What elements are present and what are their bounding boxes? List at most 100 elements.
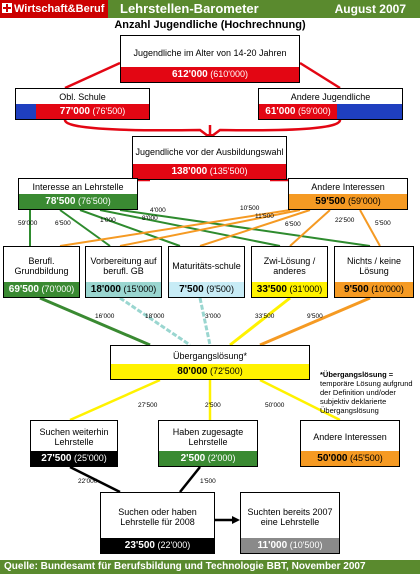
box-prev: (45'500) xyxy=(349,453,383,463)
flow-label: 18'000 xyxy=(145,313,165,320)
box-label: Suchen oder haben Lehrstelle für 2008 xyxy=(118,506,197,527)
box-label: Nichts / keine Lösung xyxy=(346,255,402,276)
box-suchen-weiterhin: Suchen weiterhin Lehrstelle 27'500 (25'0… xyxy=(30,420,118,467)
box-prev: (31'000) xyxy=(289,284,323,294)
box-label: Übergangslösung* xyxy=(172,351,248,361)
orange-flows xyxy=(59,209,381,247)
box-suchen-2008: Suchen oder haben Lehrstelle für 2008 23… xyxy=(100,492,215,554)
diagram-subtitle: Anzahl Jugendliche (Hochrechnung) xyxy=(114,19,306,31)
box-suchten-2007: Suchten bereits 2007 eine Lehrstelle 11'… xyxy=(240,492,340,554)
box-andere-interessen-2: Andere Interessen 50'000 (45'500) xyxy=(300,420,400,467)
swiss-cross-icon xyxy=(2,3,12,13)
footnote-text: temporäre Lösung aufgrund der Definition… xyxy=(320,379,413,415)
box-value: 9'500 xyxy=(344,284,369,295)
flows-from-uebergang xyxy=(69,378,341,422)
box-prev: (2'000) xyxy=(207,453,236,463)
box-berufl-grundbildung: Berufl. Grundbildung 69'500 (70'000) xyxy=(3,246,80,298)
flow-label: 22'500 xyxy=(335,217,355,224)
flow-label: 8'000 xyxy=(142,215,158,222)
flow-label: 3'000 xyxy=(205,313,221,320)
flow-label: 1'500 xyxy=(200,478,216,485)
box-prev: (15'000) xyxy=(123,284,157,294)
box-label: Andere Interessen xyxy=(313,432,387,442)
box-prev: (22'000) xyxy=(157,540,191,550)
report-date: August 2007 xyxy=(334,2,406,16)
box-value: 7'500 xyxy=(179,284,204,295)
box-label: Zwi-Lösung / anderes xyxy=(263,255,316,276)
box-label: Andere Jugendliche xyxy=(290,92,371,102)
box-prev: (135'500) xyxy=(209,166,248,176)
box-maturitaetsschule: Maturitäts-schule 7'500 (9'500) xyxy=(168,246,245,298)
box-interesse-lehrstelle: Interesse an Lehrstelle 78'500 (76'500) xyxy=(18,178,138,210)
box-label: Suchten bereits 2007 eine Lehrstelle xyxy=(247,506,333,527)
flow-label: 2'500 xyxy=(205,402,221,409)
box-uebergangsloesung: Übergangslösung* 80'000 (72'500) xyxy=(110,345,310,380)
box-vor-ausbildungswahl: Jugendliche vor der Ausbildungswahl 138'… xyxy=(132,136,287,180)
flow-label: 59'000 xyxy=(18,220,38,227)
box-value: 612'000 xyxy=(171,69,208,80)
box-prev: (10'500) xyxy=(289,540,323,550)
flow-label: 6'500 xyxy=(285,221,301,228)
box-label: Andere Interessen xyxy=(311,182,385,192)
arrow-2008-2007 xyxy=(232,516,240,524)
box-value: 27'500 xyxy=(41,453,72,464)
flow-label: 11'500 xyxy=(255,213,274,220)
box-prev: (9'500) xyxy=(206,284,234,294)
box-value: 61'000 xyxy=(265,106,296,117)
box-prev: (59'000) xyxy=(297,106,331,116)
box-nichts: Nichts / keine Lösung 9'500 (10'000) xyxy=(334,246,414,298)
box-value: 69'500 xyxy=(8,284,39,295)
page-title: Lehrstellen-Barometer xyxy=(120,1,259,16)
box-prev: (76'500) xyxy=(92,106,126,116)
flow-label: 5'500 xyxy=(375,220,391,227)
footnote-title: *Übergangslösung = xyxy=(320,370,394,379)
flow-label: 22'000 xyxy=(78,478,98,485)
box-label: Maturitäts-schule xyxy=(172,260,241,271)
box-value: 11'000 xyxy=(257,540,288,551)
box-obl-schule: Obl. Schule 77'000 (76'500) xyxy=(15,88,150,120)
box-prev: (25'000) xyxy=(73,453,107,463)
box-value: 78'500 xyxy=(45,196,76,207)
flow-label: 16'000 xyxy=(95,313,115,320)
box-value: 50'000 xyxy=(317,453,348,464)
box-value: 2'500 xyxy=(180,453,206,464)
box-prev: (72'500) xyxy=(209,366,243,376)
box-value: 18'000 xyxy=(90,284,121,295)
box-label: Obl. Schule xyxy=(59,92,106,102)
connector-total-obl xyxy=(64,61,121,90)
header-bar: Wirtschaft&Beruf Lehrstellen-Barometer A… xyxy=(0,0,420,18)
box-prev: (76'500) xyxy=(77,196,111,206)
box-vorbereitung: Vorbereitung auf berufl. GB 18'000 (15'0… xyxy=(85,246,162,298)
box-value: 138'000 xyxy=(171,166,208,177)
connector-total-andere xyxy=(299,61,341,90)
flow-label: 6'500 xyxy=(55,220,71,227)
brand-name: Wirtschaft&Beruf xyxy=(14,3,105,15)
box-andere-interessen: Andere Interessen 59'500 (59'000) xyxy=(288,178,408,210)
flow-label: 4'000 xyxy=(150,207,166,214)
flow-label: 27'500 xyxy=(138,402,158,409)
box-value: 23'500 xyxy=(124,540,155,551)
box-label: Haben zugesagte Lehrstelle xyxy=(172,427,244,447)
box-value: 77'000 xyxy=(59,106,90,117)
box-value: 33'500 xyxy=(256,284,287,295)
box-haben-zugesagte: Haben zugesagte Lehrstelle 2'500 (2'000) xyxy=(158,420,258,467)
box-prev: (610'000) xyxy=(210,69,248,79)
flow-label: 50'000 xyxy=(265,402,285,409)
box-zwi-loesung: Zwi-Lösung / anderes 33'500 (31'000) xyxy=(251,246,328,298)
connector-andere-vorwahl xyxy=(211,119,342,137)
box-label: Jugendliche im Alter von 14-20 Jahren xyxy=(133,47,287,58)
box-prev: (10'000) xyxy=(371,284,404,294)
flow-label: 33'500 xyxy=(255,313,275,320)
box-prev: (70'000) xyxy=(41,284,75,294)
box-label: Suchen weiterhin Lehrstelle xyxy=(39,427,109,447)
flow-labels: 59'000 6'500 1'000 8'000 4'000 10'500 11… xyxy=(18,205,391,485)
box-label: Berufl. Grundbildung xyxy=(14,255,69,276)
box-prev: (59'000) xyxy=(347,196,381,206)
box-total: Jugendliche im Alter von 14-20 Jahren 61… xyxy=(120,35,300,83)
flows-to-2008 xyxy=(69,465,235,522)
flow-label: 10'500 xyxy=(240,205,260,212)
brand-block: Wirtschaft&Beruf xyxy=(0,0,108,18)
box-andere-jugendliche: Andere Jugendliche 61'000 (59'000) xyxy=(258,88,403,120)
flow-label: 9'500 xyxy=(307,313,323,320)
